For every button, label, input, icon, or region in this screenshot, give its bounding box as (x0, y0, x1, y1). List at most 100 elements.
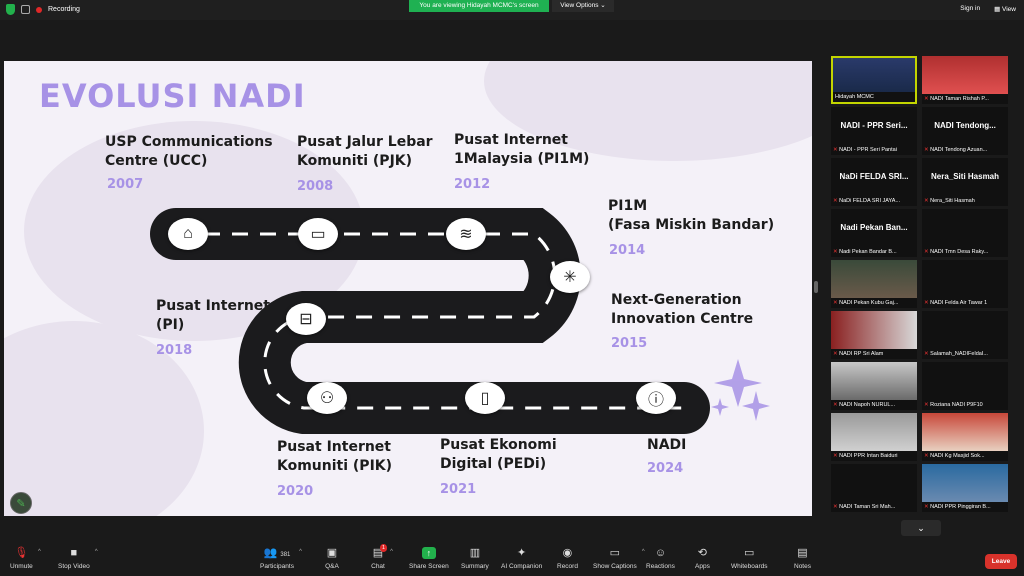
reactions-button[interactable]: ☺Reactions (646, 547, 675, 570)
gallery-next-page-button[interactable]: ⌄ (901, 520, 941, 536)
participant-tile[interactable]: ✕ NADI Kg Masjid Sok... (922, 413, 1008, 461)
video-camera-icon: ■ (70, 547, 78, 559)
participant-name: ✕ NADI Pekan Kubu Gaj... (833, 300, 899, 306)
qa-icon: ▣ (326, 547, 338, 559)
stop-video-button[interactable]: ■Stop Video^ (58, 547, 98, 570)
participant-tile[interactable]: ✕ NADI Tmn Desa Raky... (922, 209, 1008, 257)
participant-tile[interactable]: ✕ Salamah_NADIFeldaI... (922, 311, 1008, 359)
muted-mic-icon: ✕ (924, 249, 929, 255)
captions-icon: ▭ (609, 547, 621, 559)
show-captions-button[interactable]: ▭Show Captions^ (593, 547, 645, 570)
participant-video (922, 56, 1008, 94)
muted-mic-icon: ✕ (833, 198, 838, 204)
house-icon: ⌂ (168, 218, 208, 250)
slide-title: EVOLUSI NADI (39, 77, 306, 115)
share-screen-icon: ↑ (421, 547, 436, 559)
participant-tile[interactable]: ✕ NADI Taman Rishah P... (922, 56, 1008, 104)
whiteboards-button[interactable]: ▭Whiteboards (731, 547, 768, 570)
participant-tile[interactable]: Hidayah MCMC (831, 56, 917, 104)
participant-tile[interactable]: ✕ NADI Pekan Kubu Gaj... (831, 260, 917, 308)
participant-display-name: NADI Tendong... (934, 121, 996, 130)
participant-tile[interactable]: ✕ NADI Taman Sri Mah... (831, 464, 917, 512)
participant-tile[interactable]: ✕ NADI Napoh NURUL... (831, 362, 917, 410)
chat-icon: ▤1 (372, 544, 388, 559)
recording-label: Recording (48, 6, 80, 13)
participant-name: ✕ NADI Kg Masjid Sok... (924, 453, 985, 459)
caret-up-icon[interactable]: ^ (641, 549, 645, 555)
participant-display-name: NADI - PPR Seri... (840, 121, 908, 130)
shared-screen-slide: EVOLUSI NADI ⌂ ▭ ≋ ✳ ⊟ ⚇ ▯ ⓘ USP Communi… (4, 61, 812, 516)
participant-video (831, 413, 917, 451)
muted-mic-icon: ✕ (924, 96, 929, 102)
participant-name: ✕ NADI Taman Rishah P... (924, 96, 989, 102)
participant-tile[interactable]: NADI Tendong... ✕ NADI Tendong Azuan... (922, 107, 1008, 155)
participant-name: ✕ NADI PPR Pinggiran B... (924, 504, 991, 510)
participant-tile[interactable]: NADI - PPR Seri... ✕ NADI - PPR Seri Pan… (831, 107, 917, 155)
milestone-year: 2015 (611, 336, 648, 351)
annotate-pen-icon[interactable]: ✎ (10, 492, 32, 514)
participant-display-name: Nera_Siti Hasmah (930, 172, 1000, 181)
participant-name: ✕ NADI Tendong Azuan... (924, 147, 988, 153)
view-button[interactable]: ▦ View (994, 6, 1016, 13)
participant-tile[interactable]: Nadi Pekan Ban... ✕ Nadi Pekan Bandar B.… (831, 209, 917, 257)
participant-tile[interactable]: ✕ NADI Felda Air Tawar 1 (922, 260, 1008, 308)
participant-video (922, 413, 1008, 451)
caret-up-icon[interactable]: ^ (37, 549, 41, 555)
caret-up-icon[interactable]: ^ (299, 549, 302, 555)
participant-video (922, 464, 1008, 502)
security-shield-icon[interactable] (6, 4, 15, 15)
summary-button[interactable]: ▥Summary (461, 547, 489, 570)
notes-icon: ▤ (797, 547, 808, 559)
participant-name: ✕ NADI - PPR Seri Pantai (833, 147, 897, 153)
muted-mic-icon: ✕ (833, 453, 838, 459)
participant-video (831, 362, 917, 400)
sign-in-button[interactable]: Sign in (960, 5, 981, 12)
meeting-info-icon[interactable] (21, 5, 30, 14)
milestone-year: 2018 (156, 343, 193, 358)
leave-button[interactable]: Leave (985, 554, 1017, 569)
milestone-year: 2020 (277, 484, 314, 499)
participant-display-name: NaDi FELDA SRI... (839, 172, 909, 181)
qa-button[interactable]: ▣Q&A (325, 547, 339, 570)
participant-name: ✕ NADI RP Sri Alam (833, 351, 884, 357)
viewing-screen-banner: You are viewing Hidayah MCMC's screen (409, 0, 549, 12)
share-screen-button[interactable]: ↑Share Screen (409, 547, 449, 570)
participant-name: ✕ Salamah_NADIFeldaI... (924, 351, 988, 357)
muted-mic-icon: ✕ (924, 300, 929, 306)
participant-display-name: Nadi Pekan Ban... (840, 223, 908, 232)
caret-up-icon[interactable]: ^ (94, 549, 98, 555)
whiteboard-icon: ▭ (744, 547, 755, 559)
notes-button[interactable]: ▤Notes (794, 547, 811, 570)
participant-name: ✕ Nadi Pekan Bandar B... (833, 249, 897, 255)
muted-mic-icon: ✕ (833, 249, 838, 255)
panel-resize-handle[interactable] (814, 281, 818, 293)
router-icon: ⊟ (286, 303, 326, 335)
participant-tile[interactable]: ✕ NADI RP Sri Alam (831, 311, 917, 359)
muted-mic-icon: ✕ (924, 453, 929, 459)
ai-companion-button[interactable]: ✦AI Companion (501, 547, 543, 570)
unmute-button[interactable]: 🎙Unmute^ (10, 547, 41, 570)
record-button[interactable]: ◉Record (557, 547, 578, 570)
muted-mic-icon: ✕ (924, 402, 929, 408)
caret-up-icon[interactable]: ^ (390, 549, 393, 555)
participant-name: ✕ Roziana NADI P9F10 (924, 402, 983, 408)
participant-tile[interactable]: ✕ NADI PPR Pinggiran B... (922, 464, 1008, 512)
participant-tile[interactable]: NaDi FELDA SRI... ✕ NaDi FELDA SRI JAYA.… (831, 158, 917, 206)
participant-tile[interactable]: ✕ Roziana NADI P9F10 (922, 362, 1008, 410)
participant-tile[interactable]: Nera_Siti Hasmah ✕ Nera_Siti Hasmah (922, 158, 1008, 206)
info-icon: ⓘ (636, 382, 676, 414)
participant-tile[interactable]: ✕ NADI PPR Intan Baiduri (831, 413, 917, 461)
milestone-year: 2008 (297, 179, 334, 194)
apps-button[interactable]: ⟲Apps (695, 547, 710, 570)
wifi-icon: ≋ (446, 218, 486, 250)
view-options-button[interactable]: View Options ⌄ (552, 0, 614, 12)
reactions-icon: ☺ (654, 547, 667, 559)
road-timeline-graphic (150, 208, 770, 434)
